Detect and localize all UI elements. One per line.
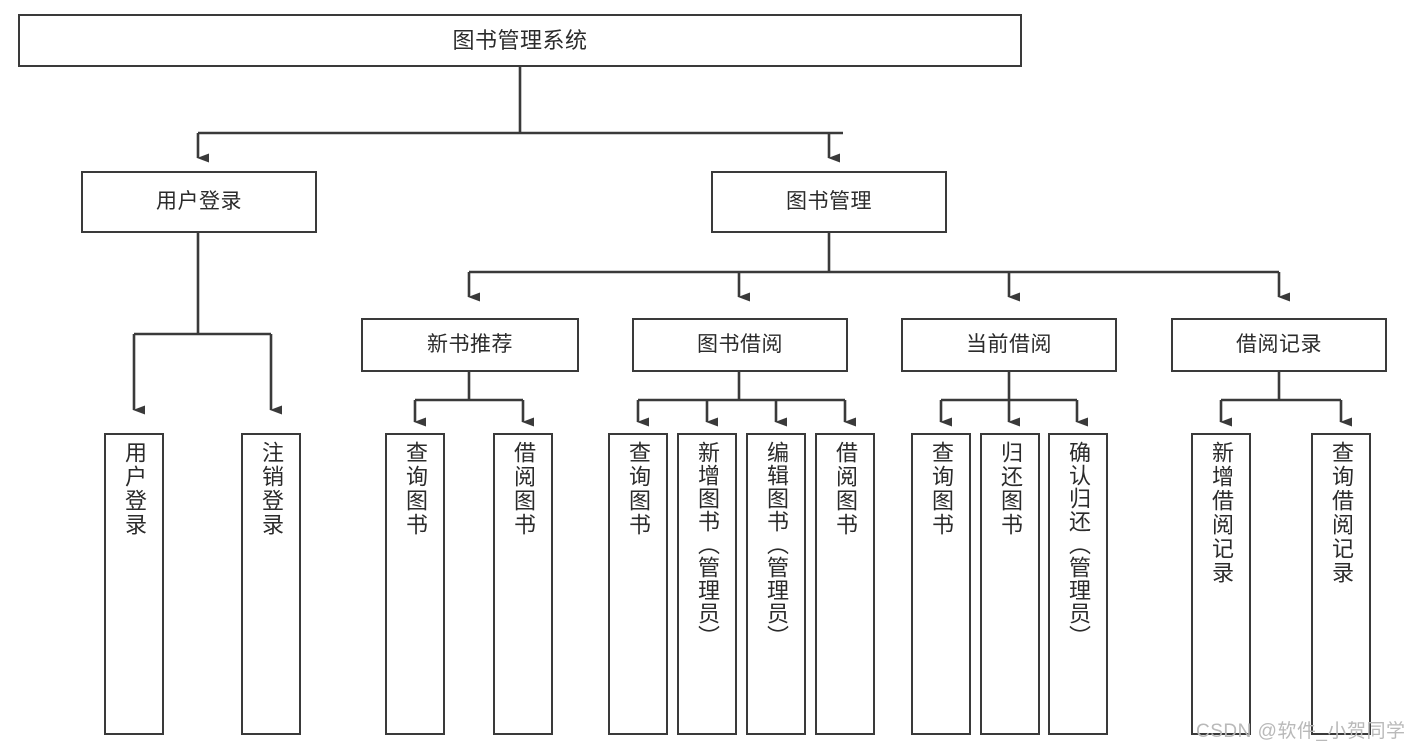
csdn-watermark: CSDN @软件_小贺同学 — [1196, 721, 1405, 742]
node-label: 查询图书 — [626, 441, 651, 537]
node-label: 图书借阅 — [697, 332, 783, 356]
node-label: 归还图书 — [998, 441, 1023, 537]
node-root-system[interactable]: 图书管理系统 — [18, 14, 1022, 67]
node-label: 借阅图书 — [833, 441, 858, 537]
node-label: 图书管理系统 — [452, 27, 588, 53]
node-book-management[interactable]: 图书管理 — [711, 171, 947, 233]
node-label: 新书推荐 — [427, 332, 513, 356]
leaf-add-borrow-record[interactable]: 新增借阅记录 — [1191, 433, 1251, 735]
leaf-add-book-admin[interactable]: 新增图书（管理员） — [677, 433, 737, 735]
leaf-borrow-books[interactable]: 借阅图书 — [815, 433, 875, 735]
node-label: 新增借阅记录 — [1209, 441, 1234, 585]
node-label: 用户登录 — [156, 189, 242, 213]
node-label: 查询图书 — [929, 441, 954, 537]
node-new-book-recommend[interactable]: 新书推荐 — [361, 318, 579, 372]
node-borrow-records[interactable]: 借阅记录 — [1171, 318, 1387, 372]
leaf-query-books-current[interactable]: 查询图书 — [911, 433, 971, 735]
node-label: 注销登录 — [259, 441, 284, 537]
leaf-query-books-new[interactable]: 查询图书 — [385, 433, 445, 735]
node-label: 查询图书 — [403, 441, 428, 537]
node-user-login[interactable]: 用户登录 — [81, 171, 317, 233]
leaf-edit-book-admin[interactable]: 编辑图书（管理员） — [746, 433, 806, 735]
leaf-logout[interactable]: 注销登录 — [241, 433, 301, 735]
leaf-user-login[interactable]: 用户登录 — [104, 433, 164, 735]
node-label: 编辑图书（管理员） — [764, 441, 789, 648]
leaf-query-books-borrow[interactable]: 查询图书 — [608, 433, 668, 735]
node-label: 新增图书（管理员） — [695, 441, 720, 648]
node-current-borrow[interactable]: 当前借阅 — [901, 318, 1117, 372]
node-label: 图书管理 — [786, 189, 872, 213]
node-label: 确认归还（管理员） — [1066, 441, 1091, 648]
leaf-confirm-return-admin[interactable]: 确认归还（管理员） — [1048, 433, 1108, 735]
node-book-borrow[interactable]: 图书借阅 — [632, 318, 848, 372]
node-label: 查询借阅记录 — [1329, 441, 1354, 585]
leaf-query-borrow-record[interactable]: 查询借阅记录 — [1311, 433, 1371, 735]
node-label: 当前借阅 — [966, 332, 1052, 356]
leaf-borrow-books-new[interactable]: 借阅图书 — [493, 433, 553, 735]
node-label: 用户登录 — [122, 441, 147, 537]
node-label: 借阅记录 — [1236, 332, 1322, 356]
leaf-return-book[interactable]: 归还图书 — [980, 433, 1040, 735]
node-label: 借阅图书 — [511, 441, 536, 537]
